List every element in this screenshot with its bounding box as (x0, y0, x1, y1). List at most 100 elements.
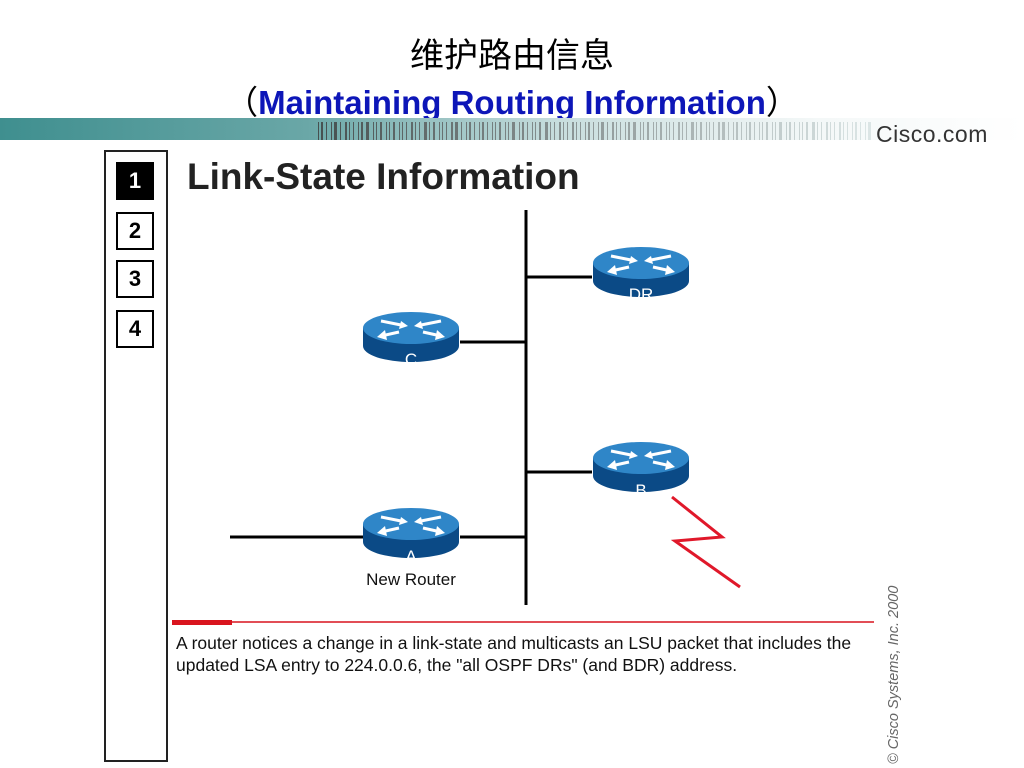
banner-stripe (656, 122, 657, 140)
step-4-button[interactable]: 4 (116, 310, 154, 348)
banner-stripe (821, 122, 822, 140)
link-change-bolt-icon (670, 495, 741, 589)
banner-stripe (588, 122, 590, 140)
banner-stripe (682, 122, 683, 140)
banner-stripe (469, 122, 471, 140)
slide-title-english: （Maintaining Routing Information） (0, 76, 1024, 124)
banner-stripe (366, 122, 369, 140)
banner-stripe (349, 122, 350, 140)
banner-stripe (424, 122, 427, 140)
banner-stripe (868, 122, 871, 140)
banner-stripe (666, 122, 667, 140)
banner-stripe (643, 122, 644, 140)
banner-stripe (402, 122, 403, 140)
step-2-button[interactable]: 2 (116, 212, 154, 250)
banner-stripe (691, 122, 694, 140)
banner-stripe (593, 122, 594, 140)
step-sidebar (104, 150, 168, 762)
banner-stripe (843, 122, 844, 140)
banner-stripe (802, 122, 803, 140)
banner-stripe (545, 122, 548, 140)
banner-stripe (779, 122, 782, 140)
banner-stripe (419, 122, 420, 140)
banner-stripe (519, 122, 520, 140)
banner-stripe (455, 122, 458, 140)
banner-stripe (389, 122, 390, 140)
banner-stripe (321, 122, 323, 140)
slide-title-chinese: 维护路由信息 (410, 36, 614, 76)
banner-stripe (466, 122, 467, 140)
banner-stripe (678, 122, 680, 140)
banner-stripe (826, 122, 828, 140)
banner-stripe (386, 122, 387, 140)
banner-stripe (550, 122, 551, 140)
banner-stripe (482, 122, 484, 140)
banner-stripe (487, 122, 488, 140)
banner-stripe (718, 122, 720, 140)
banner-stripe (373, 122, 374, 140)
router-b-label: B (635, 481, 646, 500)
banner-stripe (358, 122, 359, 140)
banner-stripe (559, 122, 561, 140)
banner-stripe (495, 122, 496, 140)
banner-stripe (411, 122, 413, 140)
banner-stripe (345, 122, 347, 140)
banner-stripe (334, 122, 337, 140)
banner-stripe (508, 122, 509, 140)
banner-stripe (535, 122, 536, 140)
banner-stripe (709, 122, 710, 140)
banner-stripe (647, 122, 649, 140)
banner-stripe (505, 122, 506, 140)
banner-stripe (499, 122, 501, 140)
banner-stripe (830, 122, 831, 140)
step-1-button[interactable]: 1 (116, 162, 154, 200)
banner-stripe (839, 122, 841, 140)
banner-stripe (660, 122, 662, 140)
banner-stripe (554, 122, 555, 140)
banner-stripe (576, 122, 577, 140)
banner-stripe (855, 122, 857, 140)
banner-stripe (522, 122, 524, 140)
banner-stripe (759, 122, 760, 140)
cisco-logo-text: Cisco.com (876, 121, 988, 147)
banner-stripe (393, 122, 395, 140)
banner-stripe (762, 122, 763, 140)
banner-stripe (847, 122, 848, 140)
banner-stripe (733, 122, 734, 140)
banner-stripe (775, 122, 776, 140)
slide-caption: A router notices a change in a link-stat… (176, 633, 852, 675)
banner-stripe (512, 122, 515, 140)
banner-stripe (722, 122, 725, 140)
banner-stripe (585, 122, 586, 140)
step-3-button[interactable]: 3 (116, 260, 154, 298)
banner-stripe (539, 122, 541, 140)
banner-stripe (736, 122, 738, 140)
banner-stripe (451, 122, 453, 140)
banner-stripe (442, 122, 443, 140)
banner-stripe (376, 122, 377, 140)
banner-stripe (353, 122, 354, 140)
banner-stripe (563, 122, 564, 140)
router-c-label: C (405, 350, 417, 369)
banner-stripe (607, 122, 608, 140)
banner-stripe (474, 122, 475, 140)
banner-stripe (439, 122, 440, 140)
banner-stripe (653, 122, 654, 140)
banner-stripe (746, 122, 747, 140)
banner-stripe (406, 122, 407, 140)
banner-stripe (786, 122, 787, 140)
banner-stripe (567, 122, 568, 140)
banner-stripe (580, 122, 581, 140)
router-a-label: A (405, 547, 417, 566)
banner-stripe (616, 122, 617, 140)
banner-stripes (318, 122, 871, 140)
banner-stripe (640, 122, 641, 140)
banner-stripe (429, 122, 430, 140)
banner-stripe (696, 122, 697, 140)
banner-stripe (686, 122, 687, 140)
banner-stripe (865, 122, 866, 140)
banner-stripe (706, 122, 707, 140)
banner-stripe (749, 122, 751, 140)
banner-stripe (492, 122, 493, 140)
